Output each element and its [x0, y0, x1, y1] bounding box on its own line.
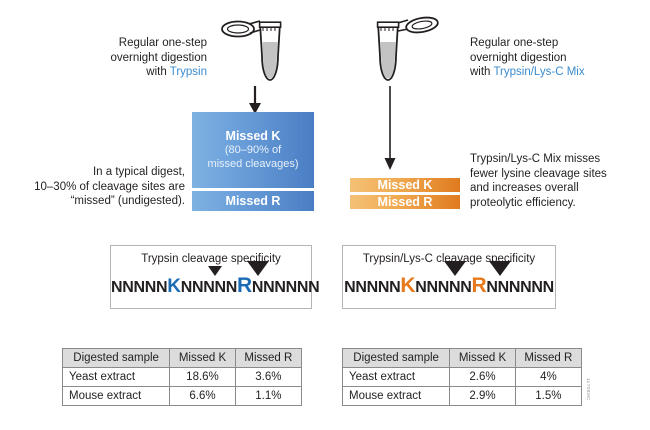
table-row: Yeast extract 18.6% 3.6% — [61, 367, 303, 387]
left-missed-r-box: Missed R — [192, 191, 314, 211]
right-specificity-sequence: NNNNNKNNNNNRNNNNNN — [343, 261, 555, 298]
left-intro-text: Regular one-step overnight digestion wit… — [62, 36, 207, 80]
right-missed-r-box: Missed R — [350, 195, 460, 209]
right-seq-segment-1: NNNNN — [344, 279, 401, 296]
left-note-line1: In a typical digest, — [92, 166, 185, 178]
left-row1-missed-r: 1.1% — [234, 386, 303, 406]
left-residue-r: R — [236, 274, 252, 297]
left-intro-line2: overnight digestion — [110, 51, 207, 64]
figure-watermark-code: 1170BMC — [586, 378, 591, 401]
left-results-table: Digested sample Missed K Missed R Yeast … — [61, 348, 303, 406]
right-intro-line3: with Trypsin/Lys-C Mix — [470, 65, 645, 80]
right-th-sample: Digested sample — [341, 348, 451, 368]
right-intro-enzyme: Trypsin/Lys-C Mix — [493, 66, 585, 78]
right-th-missed-k: Missed K — [449, 348, 516, 368]
left-th-sample: Digested sample — [61, 348, 171, 368]
left-seq-segment-3: NNNNNN — [251, 279, 320, 296]
microcentrifuge-tube-right — [376, 16, 439, 81]
left-row0-missed-k: 18.6% — [169, 367, 236, 387]
right-missed-r-title: Missed R — [377, 195, 433, 209]
left-th-missed-r: Missed R — [234, 348, 303, 368]
right-row1-missed-r: 1.5% — [514, 386, 583, 406]
right-note-line4: proteolytic efficiency. — [470, 196, 576, 209]
right-row1-missed-k: 2.9% — [449, 386, 516, 406]
right-missed-k-box: Missed K — [350, 178, 460, 192]
left-missed-k-box: Missed K (80–90% of missed cleavages) — [192, 112, 314, 188]
left-intro-line3: with Trypsin — [62, 65, 207, 80]
left-seq-segment-1: NNNNN — [111, 279, 168, 296]
left-cleavage-marker-r-icon — [247, 261, 269, 276]
right-missed-k-title: Missed K — [377, 178, 433, 192]
right-intro-line3-prefix: with — [470, 66, 494, 78]
right-specificity-panel: Trypsin/Lys-C cleavage specificity NNNNN… — [342, 245, 556, 309]
right-seq-segment-3: NNNNNN — [486, 279, 554, 296]
left-missed-k-title: Missed K — [225, 129, 281, 143]
right-intro-text: Regular one-step overnight digestion wit… — [470, 36, 645, 80]
left-table-header-row: Digested sample Missed K Missed R — [61, 348, 303, 368]
left-row0-sample: Yeast extract — [61, 367, 171, 387]
left-row0-missed-r: 3.6% — [234, 367, 303, 387]
left-row1-sample: Mouse extract — [61, 386, 171, 406]
right-row0-missed-r: 4% — [514, 367, 583, 387]
right-results-table: Digested sample Missed K Missed R Yeast … — [341, 348, 583, 406]
left-intro-line1: Regular one-step — [118, 37, 207, 49]
right-residue-k: K — [400, 274, 416, 297]
table-row: Yeast extract 2.6% 4% — [341, 367, 583, 387]
right-note-line1: Trypsin/Lys-C Mix misses — [470, 153, 601, 165]
left-note-text: In a typical digest, 10–30% of cleavage … — [20, 165, 185, 209]
left-intro-line3-prefix: with — [146, 66, 170, 78]
left-process-arrow — [249, 86, 261, 114]
right-residue-r: R — [471, 274, 487, 297]
left-intro-enzyme: Trypsin — [169, 66, 207, 78]
left-missed-k-sub2: missed cleavages) — [207, 157, 299, 170]
right-process-arrow — [384, 86, 396, 170]
left-specificity-sequence: NNNNNKNNNNNRNNNNNN — [111, 261, 320, 298]
right-note-line2: fewer lysine cleavage sites — [470, 167, 607, 180]
left-note-line2: 10–30% of cleavage sites are — [34, 180, 185, 193]
right-table-header-row: Digested sample Missed K Missed R — [341, 348, 583, 368]
left-missed-r-title: Missed R — [225, 194, 281, 208]
left-cleavage-marker-k-icon — [208, 266, 222, 276]
right-seq-segment-2: NNNNN — [415, 279, 472, 296]
table-row: Mouse extract 2.9% 1.5% — [341, 386, 583, 406]
left-residue-k: K — [167, 276, 181, 297]
right-cleavage-marker-r-icon — [489, 261, 511, 276]
right-row0-missed-k: 2.6% — [449, 367, 516, 387]
left-missed-k-sub1: (80–90% of — [224, 144, 282, 156]
right-cleavage-marker-k-icon — [444, 261, 466, 276]
left-seq-segment-2: NNNNN — [180, 279, 238, 296]
microcentrifuge-tube-left — [221, 20, 282, 81]
right-row0-sample: Yeast extract — [341, 367, 451, 387]
right-th-missed-r: Missed R — [514, 348, 583, 368]
left-row1-missed-k: 6.6% — [169, 386, 236, 406]
left-specificity-caption: Trypsin cleavage specificity — [141, 253, 281, 265]
right-note-line3: and increases overall — [470, 182, 579, 194]
right-intro-line2: overnight digestion — [470, 51, 567, 64]
left-th-missed-k: Missed K — [169, 348, 236, 368]
right-note-text: Trypsin/Lys-C Mix misses fewer lysine cl… — [470, 152, 650, 210]
right-row1-sample: Mouse extract — [341, 386, 451, 406]
left-note-line3: “missed” (undigested). — [70, 195, 185, 207]
left-specificity-panel: Trypsin cleavage specificity NNNNNKNNNNN… — [110, 245, 320, 309]
table-row: Mouse extract 6.6% 1.1% — [61, 386, 303, 406]
right-intro-line1: Regular one-step — [470, 37, 559, 49]
